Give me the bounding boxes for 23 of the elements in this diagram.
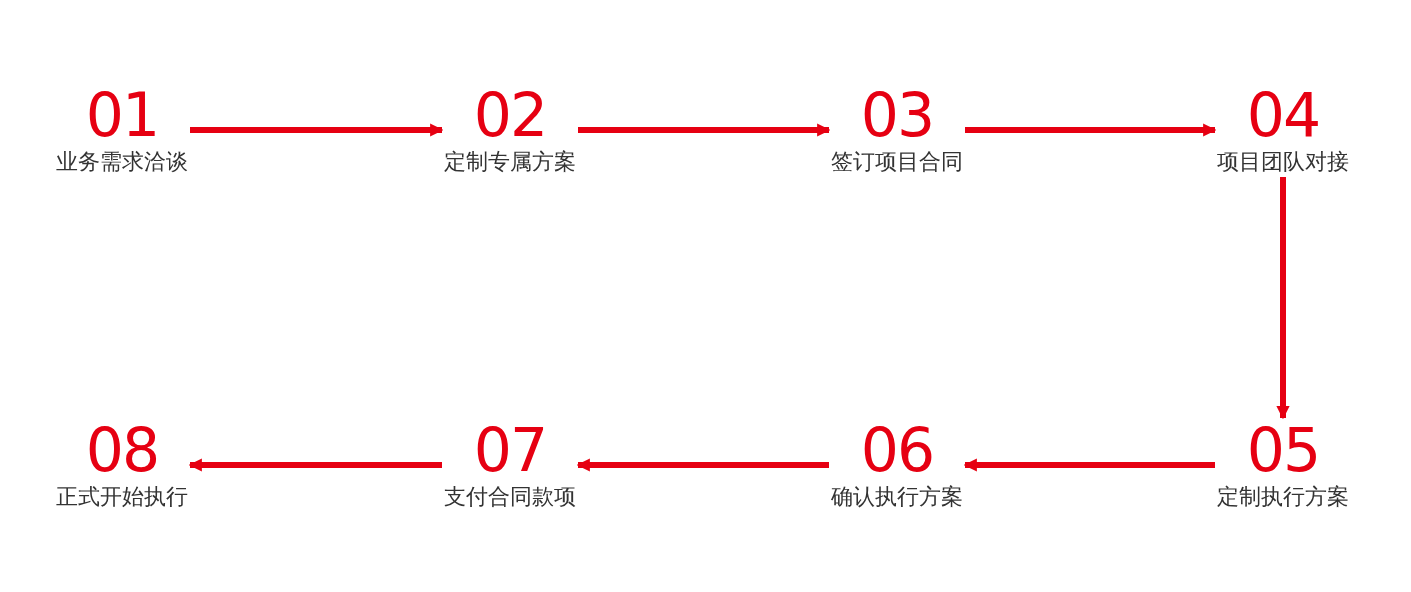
step-label: 定制专属方案 xyxy=(444,149,576,175)
step-number: 08 xyxy=(85,420,159,480)
arrow xyxy=(188,458,442,472)
step-number: 03 xyxy=(860,85,934,145)
step-number: 06 xyxy=(860,420,934,480)
step-number: 02 xyxy=(473,85,547,145)
arrow xyxy=(965,123,1217,137)
step-label: 确认执行方案 xyxy=(831,484,963,510)
step-label: 项目团队对接 xyxy=(1217,149,1349,175)
step-number: 01 xyxy=(85,85,159,145)
arrow xyxy=(578,123,831,137)
step-label: 定制执行方案 xyxy=(1217,484,1349,510)
step-label: 正式开始执行 xyxy=(56,484,188,510)
step-label: 业务需求洽谈 xyxy=(56,149,188,175)
step-number: 07 xyxy=(473,420,547,480)
arrow xyxy=(190,123,444,137)
arrow xyxy=(1276,177,1290,420)
step-label: 支付合同款项 xyxy=(444,484,576,510)
step-number: 04 xyxy=(1246,85,1320,145)
step-label: 签订项目合同 xyxy=(831,149,963,175)
arrow xyxy=(963,458,1215,472)
arrow xyxy=(576,458,829,472)
step-number: 05 xyxy=(1246,420,1320,480)
